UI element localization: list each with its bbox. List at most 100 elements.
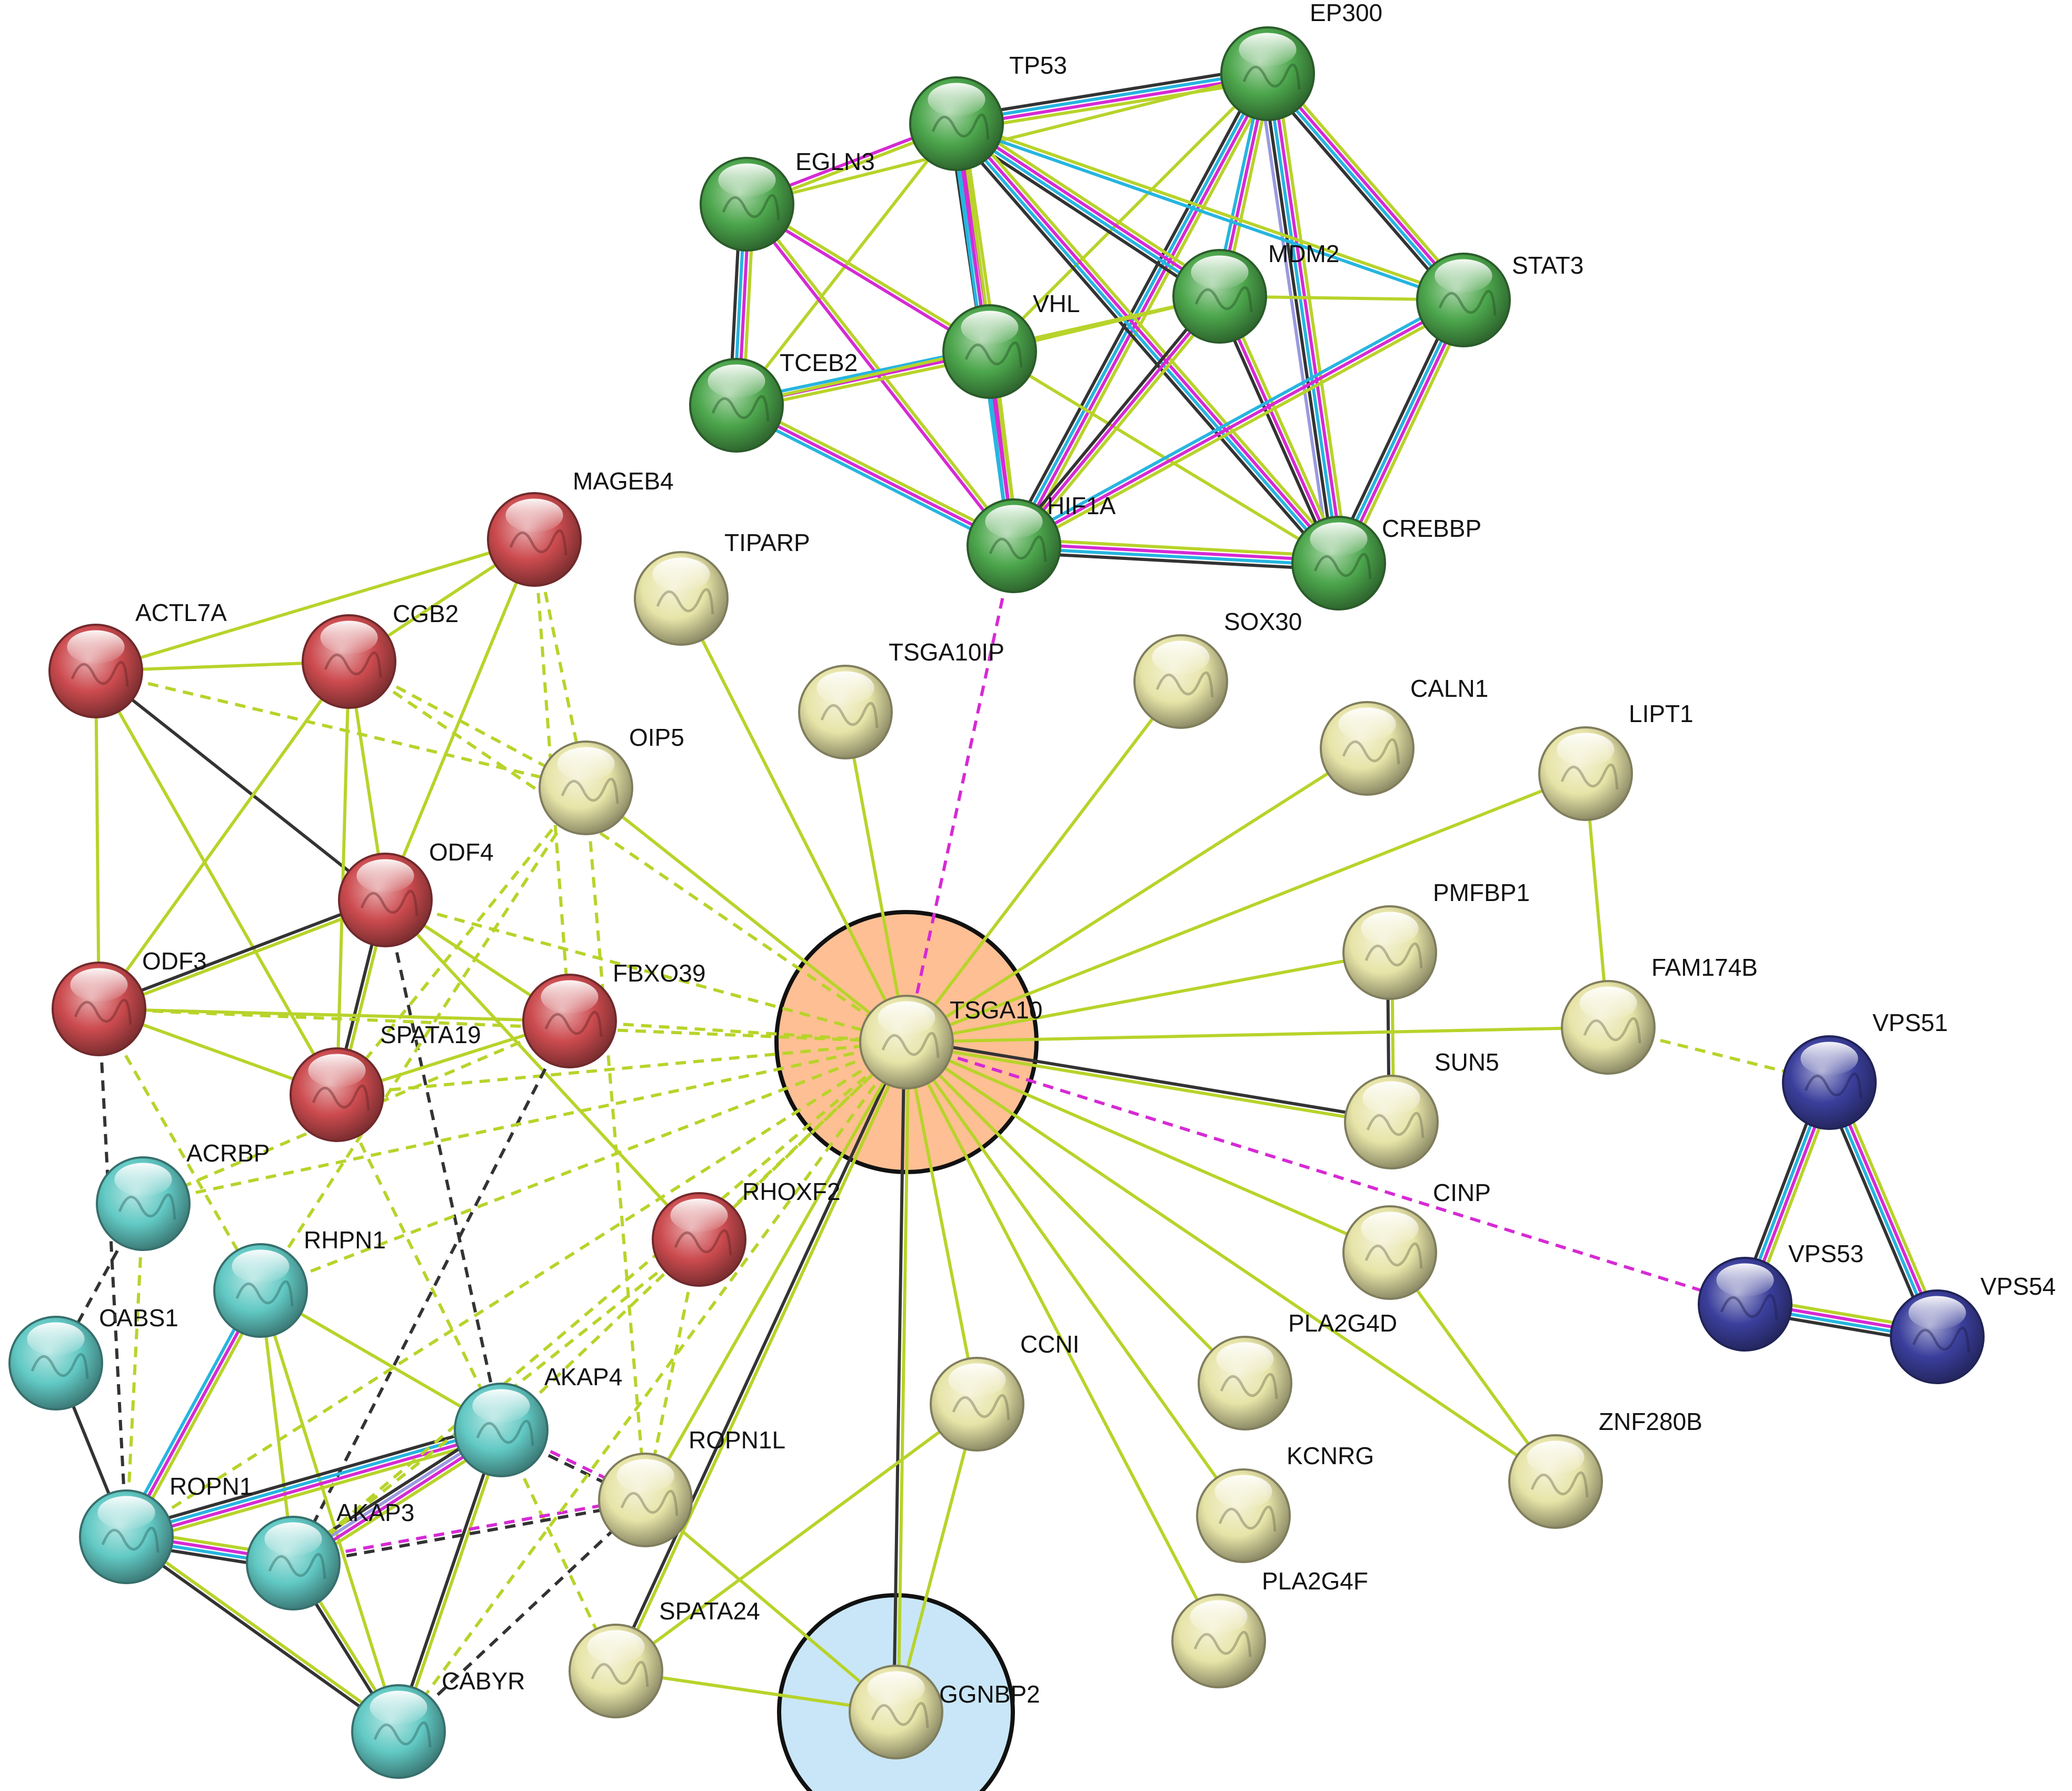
- label-actl7a: ACTL7A: [135, 599, 227, 626]
- label-rhoxf2: RHOXF2: [742, 1178, 841, 1205]
- node-tiparp[interactable]: [634, 551, 729, 646]
- node-stat3[interactable]: [1416, 253, 1511, 347]
- edge-ep300-vhl: [988, 72, 1269, 353]
- label-stat3: STAT3: [1512, 252, 1583, 279]
- label-vps53: VPS53: [1788, 1240, 1864, 1267]
- node-cabyr[interactable]: [351, 1684, 446, 1779]
- node-pla2g4d[interactable]: [1198, 1336, 1292, 1430]
- node-lipt1[interactable]: [1538, 726, 1633, 821]
- label-tceb2: TCEB2: [780, 349, 858, 376]
- edge-sox30-tsga10: [905, 681, 1182, 1043]
- edge-tp53-stat3: [955, 120, 1465, 304]
- label-cabyr: CABYR: [442, 1667, 525, 1695]
- edge-hif1a-crebbp: [1013, 537, 1339, 572]
- node-ep300[interactable]: [1220, 26, 1315, 121]
- label-lipt1: LIPT1: [1629, 700, 1694, 727]
- label-ccni: CCNI: [1020, 1330, 1079, 1358]
- node-znf280b[interactable]: [1508, 1434, 1603, 1529]
- node-pmfbp1[interactable]: [1342, 905, 1437, 1000]
- node-spata19[interactable]: [290, 1047, 384, 1142]
- label-ropn1l: ROPN1L: [689, 1426, 785, 1454]
- edge-tsga10-pla2g4d: [905, 1040, 1247, 1385]
- node-pla2g4f[interactable]: [1171, 1594, 1266, 1688]
- node-ccni[interactable]: [930, 1357, 1024, 1452]
- edge-tp53-tceb2: [735, 123, 958, 406]
- edge-stat3-crebbp: [1331, 296, 1471, 567]
- node-odf4[interactable]: [338, 853, 433, 947]
- node-tp53[interactable]: [909, 76, 1004, 171]
- edge-actl7a-odf3: [94, 671, 101, 1009]
- node-tceb2[interactable]: [689, 358, 784, 453]
- node-vhl[interactable]: [942, 304, 1037, 399]
- label-tsga10: TSGA10: [950, 996, 1042, 1024]
- node-actl7a[interactable]: [48, 624, 143, 718]
- edge-fbxo39-tsga10: [569, 1019, 907, 1044]
- edge-tsga10-vps53: [906, 1040, 1746, 1306]
- edge-tiparp-tsga10: [680, 597, 908, 1043]
- node-cinp[interactable]: [1342, 1205, 1437, 1300]
- edge-ccni-spata24: [615, 1403, 978, 1673]
- edge-ropn1l-ggnbp2: [644, 1498, 897, 1714]
- edge-tsga10-ropn1l: [644, 1041, 908, 1501]
- label-spata24: SPATA24: [659, 1597, 760, 1625]
- node-sun5[interactable]: [1344, 1075, 1439, 1169]
- node-ropn1[interactable]: [79, 1489, 174, 1584]
- label-spata19: SPATA19: [380, 1021, 481, 1048]
- node-hif1a[interactable]: [967, 498, 1061, 593]
- edge-ccni-ggnbp2: [894, 1404, 979, 1713]
- node-odf3[interactable]: [52, 962, 146, 1056]
- node-tsga10[interactable]: [859, 995, 954, 1089]
- edge-ep300-stat3: [1261, 68, 1470, 306]
- edge-tsga10ip-tsga10: [844, 712, 908, 1043]
- node-rhoxf2[interactable]: [652, 1192, 746, 1287]
- node-mageb4[interactable]: [487, 492, 582, 587]
- node-vps53[interactable]: [1698, 1257, 1792, 1352]
- node-akap3[interactable]: [246, 1516, 341, 1610]
- edge-rhoxf2-tsga10: [698, 1040, 908, 1241]
- edge-ep300-hif1a: [1007, 69, 1275, 550]
- protein-nodes: [8, 26, 1985, 1779]
- edge-ep300-crebbp: [1257, 72, 1349, 565]
- node-mdm2[interactable]: [1172, 249, 1267, 344]
- node-egln3[interactable]: [700, 157, 794, 252]
- label-acrbp: ACRBP: [186, 1139, 270, 1167]
- edge-oip5-tsga10: [585, 786, 908, 1044]
- edge-pmfbp1-tsga10: [906, 951, 1390, 1044]
- node-cgb2[interactable]: [302, 614, 396, 709]
- node-vps51[interactable]: [1782, 1035, 1877, 1130]
- label-odf3: ODF3: [142, 947, 207, 975]
- node-caln1[interactable]: [1320, 701, 1414, 796]
- label-ep300: EP300: [1310, 0, 1382, 26]
- edge-acrbp-ropn1: [125, 1203, 145, 1537]
- node-cabs1[interactable]: [8, 1316, 103, 1410]
- label-sun5: SUN5: [1435, 1048, 1499, 1076]
- node-ropn1l[interactable]: [598, 1453, 693, 1547]
- node-sox30[interactable]: [1133, 634, 1228, 729]
- node-tsga10ip[interactable]: [798, 665, 893, 759]
- edge-odf3-ropn1: [97, 1008, 128, 1537]
- edge-ep300-tp53: [955, 65, 1269, 132]
- label-ropn1: ROPN1: [170, 1473, 253, 1500]
- edge-spata19-tsga10: [336, 1040, 907, 1096]
- edge-stat3-hif1a: [1011, 294, 1467, 552]
- node-spata24[interactable]: [569, 1624, 663, 1718]
- edge-fam174b-tsga10: [906, 1026, 1609, 1044]
- node-vps54[interactable]: [1890, 1289, 1985, 1384]
- node-oip5[interactable]: [539, 741, 633, 835]
- label-caln1: CALN1: [1410, 675, 1488, 702]
- label-cgb2: CGB2: [393, 600, 459, 627]
- label-rhpn1: RHPN1: [304, 1226, 386, 1254]
- edge-odf4-rhoxf2: [384, 898, 701, 1241]
- node-ggnbp2[interactable]: [849, 1665, 943, 1759]
- node-kcnrg[interactable]: [1196, 1468, 1291, 1563]
- node-fbxo39[interactable]: [522, 974, 617, 1068]
- node-crebbp[interactable]: [1291, 516, 1386, 611]
- edge-tsga10-ropn1: [125, 1040, 908, 1538]
- node-akap4[interactable]: [454, 1383, 549, 1477]
- edge-oip5-spata19: [335, 787, 587, 1096]
- node-rhpn1[interactable]: [213, 1243, 308, 1338]
- edge-akap4-tsga10: [500, 1040, 908, 1432]
- node-acrbp[interactable]: [96, 1156, 191, 1251]
- node-fam174b[interactable]: [1561, 980, 1656, 1075]
